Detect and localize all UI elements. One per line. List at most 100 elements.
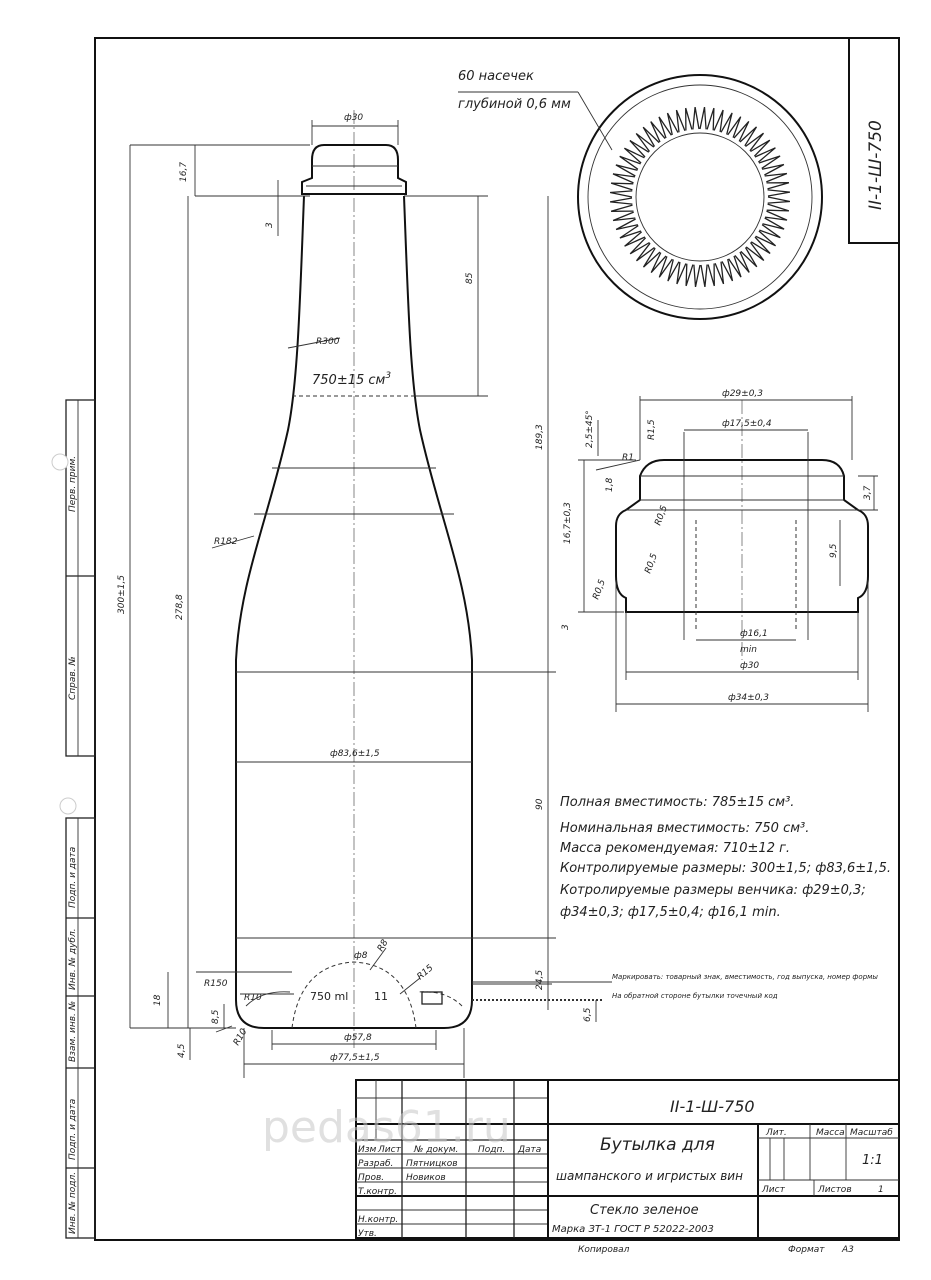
neck-d3: 3 — [561, 624, 571, 630]
notch-mark — [667, 259, 680, 282]
notch-mark — [707, 263, 715, 287]
notch-mark — [629, 139, 650, 158]
sheets-value: 1 — [878, 1185, 884, 1195]
volume-label: 750±15 см3 — [312, 371, 391, 388]
notch-mark — [728, 255, 742, 278]
scale-value: 1:1 — [862, 1153, 883, 1168]
neck-d167: 16,7±0,3 — [563, 502, 573, 544]
title-name-1: Бутылка для — [600, 1135, 715, 1155]
notch-mark — [713, 109, 724, 133]
notch-mark — [692, 106, 700, 130]
notch-mark — [629, 237, 650, 255]
neck-min: min — [740, 645, 757, 655]
strip-label-5: Взам. инв. № — [68, 1001, 78, 1062]
finish-top-view — [577, 74, 823, 320]
neck-d29: ф29±0,3 — [722, 389, 763, 399]
notch-mark — [612, 211, 636, 222]
name-checker: Новиков — [406, 1173, 446, 1183]
dim-18: 18 — [153, 994, 163, 1006]
label-format: Формат — [788, 1245, 825, 1255]
label-sheets: Листов — [817, 1185, 852, 1195]
dim-r300: R300 — [316, 337, 340, 347]
bottle-drawing — [235, 110, 473, 1050]
notch-mark — [767, 196, 791, 204]
notch-mark — [650, 252, 667, 274]
dim-90: 90 — [535, 798, 545, 810]
strip-label-3: Подп. и дата — [68, 847, 78, 908]
notch-mark — [739, 126, 758, 147]
notch-mark — [764, 172, 788, 183]
neck-r05c: R0,5 — [591, 578, 608, 601]
name-developer: Пятницков — [406, 1159, 458, 1169]
dim-4-5: 4,5 — [177, 1043, 187, 1058]
notch-mark — [700, 264, 708, 288]
strip-label-4: Инв. № дубл. — [68, 928, 78, 990]
dim-189-3: 189,3 — [535, 424, 545, 450]
notch-mark — [766, 203, 790, 212]
notch-mark — [658, 116, 672, 139]
notch-mark — [650, 121, 666, 143]
dim-r10-base: R10 — [232, 1027, 250, 1048]
notch-mark — [642, 247, 661, 268]
notch-mark — [740, 247, 758, 268]
neck-d18: 1,8 — [605, 477, 615, 492]
notch-mark — [609, 190, 633, 198]
notch-mark — [764, 210, 788, 221]
notch-mark — [635, 242, 655, 262]
dim-6-5: 6,5 — [583, 1007, 593, 1022]
neck-d30: ф30 — [740, 661, 759, 671]
dim-r182: R182 — [214, 537, 238, 547]
notch-mark — [745, 132, 765, 152]
notch-mark — [745, 242, 765, 262]
notch-mark — [758, 155, 781, 169]
format-value: А3 — [841, 1245, 854, 1255]
label-scale: Масштаб — [850, 1128, 893, 1138]
notch-mark — [727, 116, 742, 138]
label-lit: Лит. — [765, 1128, 787, 1138]
spec-line: Контролируемые размеры: 300±1,5; ф83,6±1… — [560, 861, 891, 876]
notch-mark — [720, 112, 733, 135]
notch-mark — [619, 155, 641, 170]
bottle-dimensions: ф30 16,7 3 85 189,3 300±1,5 278,8 R300 R… — [117, 113, 604, 1078]
neck-d37: 3,7 — [863, 485, 873, 500]
watermark: pedas61.ru — [262, 1102, 511, 1153]
notch-mark — [619, 225, 642, 239]
notch-mark — [666, 112, 679, 136]
notch-mark — [733, 120, 750, 142]
strip-label-7: Инв. № подл. — [68, 1172, 78, 1234]
notch-mark — [615, 164, 638, 177]
neck-d95: 9,5 — [829, 543, 839, 558]
header-date: Дата — [517, 1145, 541, 1155]
notch-mark — [750, 139, 771, 157]
header-izm: Изм — [358, 1145, 377, 1155]
notch-mark — [685, 107, 693, 131]
notch-mark — [623, 147, 645, 164]
notch-mark — [706, 107, 715, 131]
notch-mark — [676, 261, 687, 285]
notch-mark — [642, 126, 660, 147]
dim-r10: R10 — [244, 993, 262, 1003]
neck-d161: ф16,1 — [740, 629, 768, 639]
dim-d83: ф83,6±1,5 — [330, 749, 380, 759]
label-massa: Масса — [816, 1128, 845, 1138]
notch-mark — [767, 189, 791, 197]
spec-line: Масса рекомендуемая: 710±12 г. — [560, 841, 790, 856]
label-copied: Копировал — [578, 1245, 630, 1255]
notch-mark — [734, 251, 750, 273]
notch-label-line2: глубиной 0,6 мм — [458, 97, 571, 112]
neck-r05b: R0,5 — [643, 552, 660, 575]
notch-mark — [675, 109, 686, 133]
dim-d8: ф8 — [354, 951, 368, 961]
dim-d57-8: ф57,8 — [344, 1033, 372, 1043]
dim-24-5: 24,5 — [535, 970, 545, 990]
dim-300: 300±1,5 — [117, 575, 127, 614]
notch-mark — [755, 230, 777, 247]
notch-mark — [762, 217, 785, 230]
role-approved: Утв. — [358, 1229, 377, 1239]
marking-note-1: Маркировать: товарный знак, вместимость,… — [612, 973, 878, 981]
dim-85: 85 — [465, 272, 475, 284]
code-box — [848, 37, 900, 244]
role-tcontrol: Т.контр. — [358, 1187, 397, 1197]
notch-mark — [685, 263, 694, 287]
